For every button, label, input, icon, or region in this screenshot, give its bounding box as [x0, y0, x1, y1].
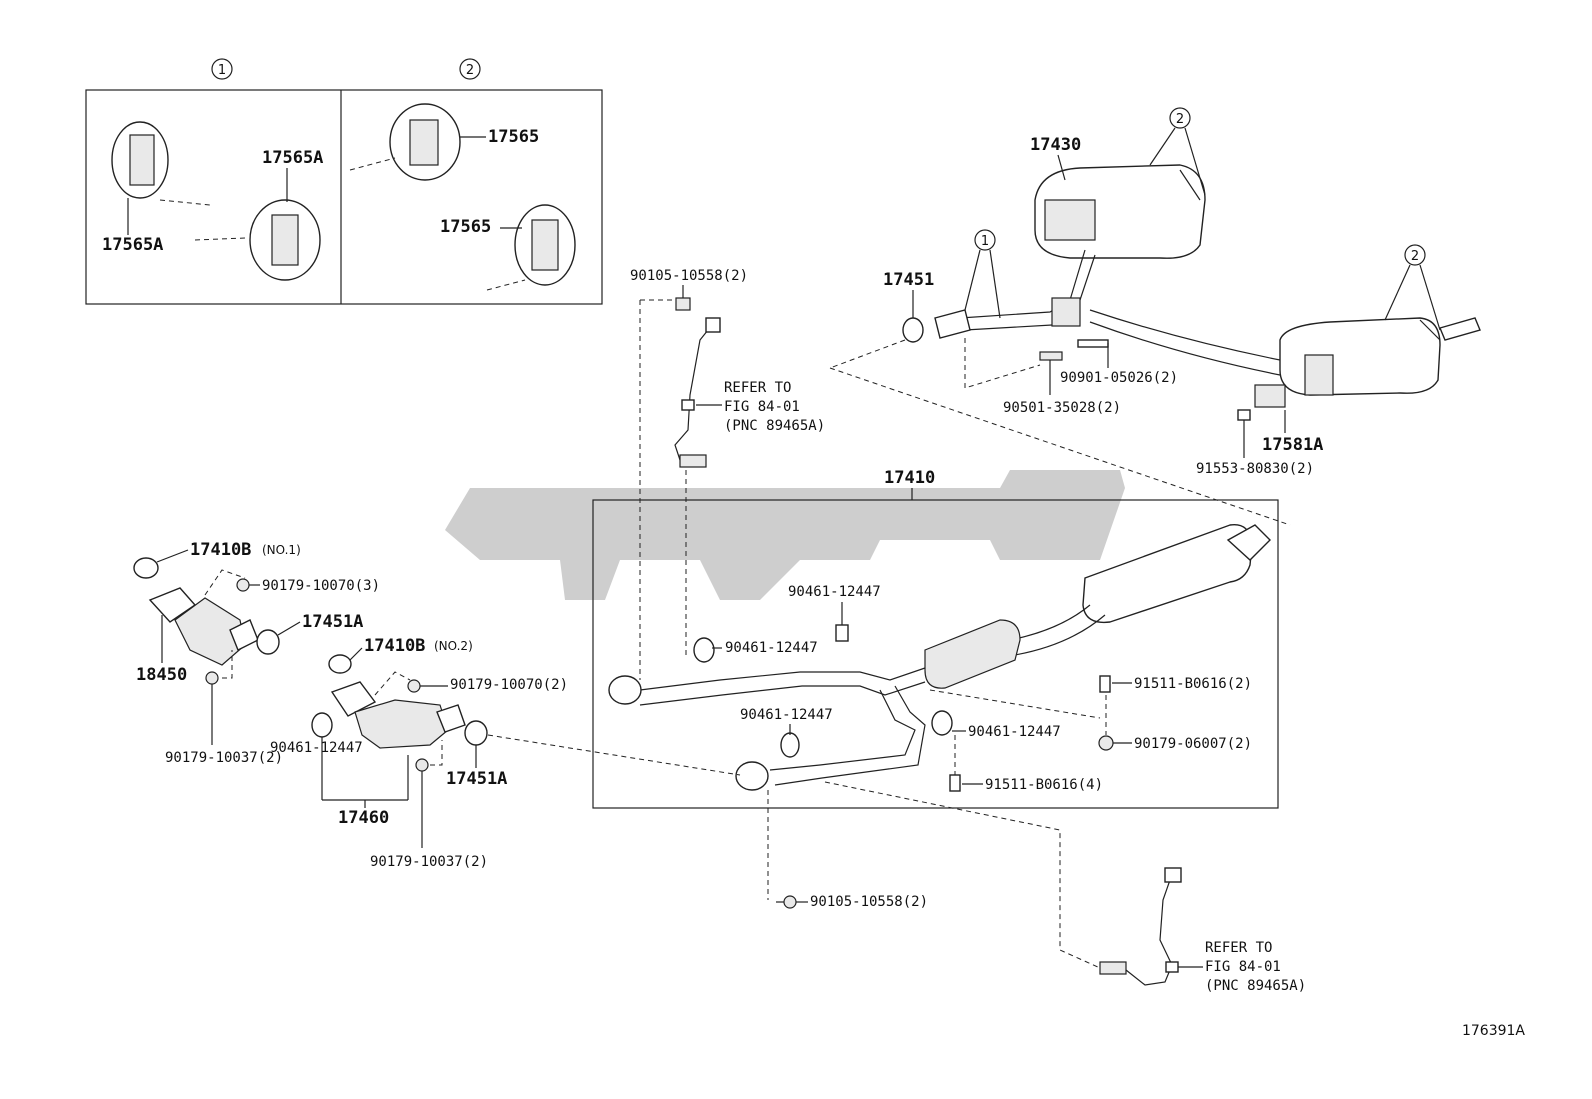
label-90179-10070-2: 90179-10070(2) [450, 677, 568, 693]
label-17451A-2: 17451A [446, 769, 507, 789]
label-17410: 17410 [884, 468, 935, 488]
label-90461-12447-e: 90461-12447 [270, 740, 363, 756]
inset-circle-1: 1 [218, 63, 226, 78]
label-17451: 17451 [883, 270, 934, 290]
label-91511-B0616-2: 91511-B0616(2) [1134, 676, 1252, 692]
converter-18450 [148, 587, 259, 666]
hanger-17565-upper [349, 103, 461, 181]
clamp-90461-left [311, 712, 333, 738]
spring-bolt-set [1039, 339, 1109, 395]
label-90179-10037-a: 90179-10037(2) [165, 750, 283, 766]
label-91511-B0616-4: 91511-B0616(4) [985, 777, 1103, 793]
label-17410B-no1-note: (NO.1) [262, 543, 301, 557]
label-17565-lower: 17565 [440, 217, 491, 237]
callout-2-lower: 2 [1411, 249, 1419, 264]
label-18450: 18450 [136, 665, 187, 685]
label-90179-10037-b: 90179-10037(2) [370, 854, 488, 870]
gasket-17451A-2 [464, 720, 488, 746]
label-91553-80830: 91553-80830(2) [1196, 461, 1314, 477]
converter-17460 [330, 681, 466, 749]
pipe-assembly-box [592, 499, 1279, 809]
refer-top-line1: REFER TO [724, 380, 791, 396]
refer-bot-line2: FIG 84-01 [1205, 959, 1281, 975]
label-17565-upper: 17565 [488, 127, 539, 147]
callout-1: 1 [981, 234, 989, 249]
label-90461-12447-a: 90461-12447 [788, 584, 881, 600]
watermark-logo [445, 470, 1125, 600]
hanger-17565A-lower [194, 199, 321, 281]
label-90901-05026: 90901-05026(2) [1060, 370, 1178, 386]
refer-bot-line3: (PNC 89465A) [1205, 978, 1306, 994]
gasket-17410B-no2 [328, 654, 352, 674]
insulator-inset: 1 2 17565A 17565A 17565 [85, 58, 603, 305]
label-17410B-no2-note: (NO.2) [434, 639, 473, 653]
label-90105-10558-top: 90105-10558(2) [630, 268, 748, 284]
tail-pipe-assembly [934, 164, 1481, 421]
callout-2-upper: 2 [1176, 112, 1184, 127]
label-17565A-right: 17565A [262, 148, 323, 168]
label-17410B-no2: 17410B [364, 636, 425, 656]
hanger-17565A-upper [111, 121, 211, 206]
refer-top-line3: (PNC 89465A) [724, 418, 825, 434]
refer-top-line2: FIG 84-01 [724, 399, 800, 415]
label-17451A-1: 17451A [302, 612, 363, 632]
figure-id: 176391A [1462, 1023, 1525, 1039]
label-17581A: 17581A [1262, 435, 1323, 455]
refer-bot-line1: REFER TO [1205, 940, 1272, 956]
label-17460: 17460 [338, 808, 389, 828]
label-90501-35028: 90501-35028(2) [1003, 400, 1121, 416]
label-17565A-left: 17565A [102, 235, 163, 255]
oxygen-sensor-upper [674, 297, 721, 468]
label-17410B-no1: 17410B [190, 540, 251, 560]
label-90179-10070-3: 90179-10070(3) [262, 578, 380, 594]
hanger-17565-lower [486, 204, 576, 291]
label-90179-06007: 90179-06007(2) [1134, 736, 1252, 752]
gasket-17451A-1 [256, 629, 280, 655]
label-17430: 17430 [1030, 135, 1081, 155]
label-90461-12447-c: 90461-12447 [740, 707, 833, 723]
label-90105-10558-bottom: 90105-10558(2) [810, 894, 928, 910]
label-90461-12447-d: 90461-12447 [968, 724, 1061, 740]
front-pipe-assembly [608, 523, 1271, 791]
gasket-17451 [902, 317, 924, 343]
label-90461-12447-b: 90461-12447 [725, 640, 818, 656]
inset-circle-2: 2 [466, 63, 474, 78]
oxygen-sensor-lower [1099, 867, 1182, 986]
gasket-17410B-no1 [133, 557, 159, 579]
